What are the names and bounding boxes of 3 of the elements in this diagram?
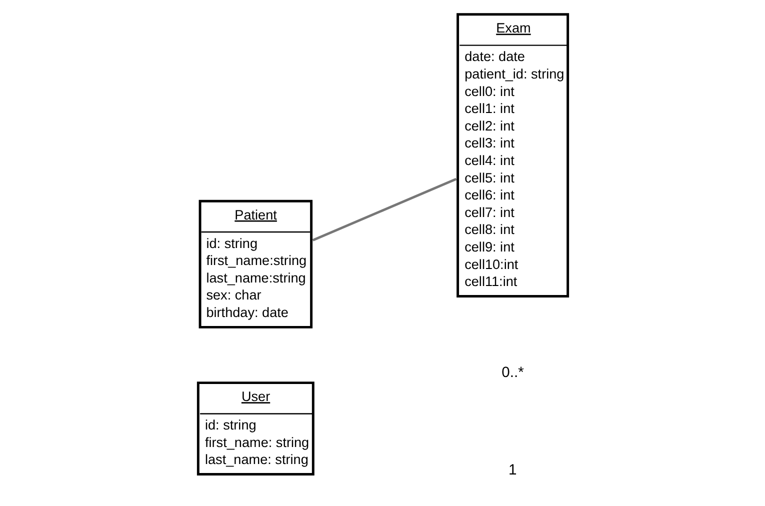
label: 1 bbox=[508, 462, 516, 478]
connector bbox=[312, 178, 456, 242]
label: 0..* bbox=[501, 364, 524, 381]
